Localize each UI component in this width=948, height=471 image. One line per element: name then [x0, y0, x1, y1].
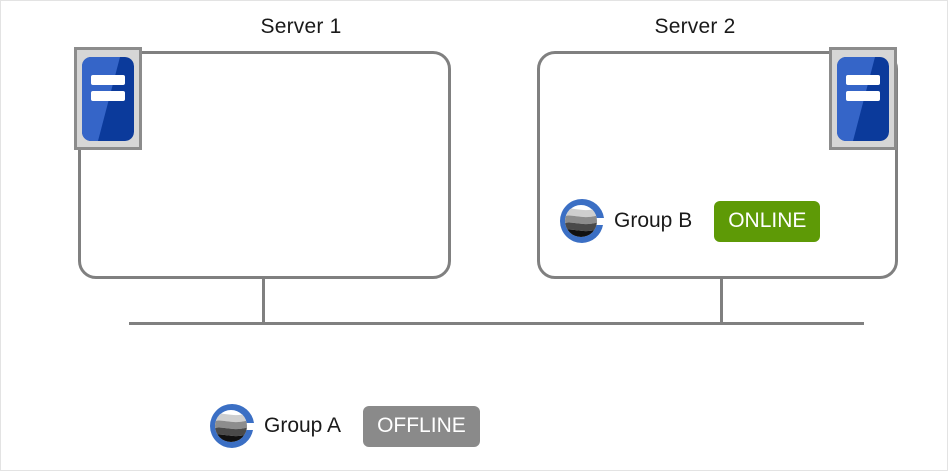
- group-a-status-badge[interactable]: OFFLINE: [363, 405, 480, 447]
- group-b-status-badge[interactable]: ONLINE: [714, 200, 821, 242]
- group-globe-icon: [560, 198, 604, 243]
- group-a-label: Group A: [264, 414, 342, 437]
- server-2-connector-line: [720, 279, 723, 324]
- server-rack-icon: [837, 56, 889, 141]
- group-globe-icon: [210, 403, 254, 448]
- group-row-group-b[interactable]: Group B ONLINE: [556, 195, 821, 247]
- server-2-title: Server 2: [654, 15, 736, 38]
- server-1-title: Server 1: [260, 15, 342, 38]
- network-bus-line: [129, 322, 864, 325]
- server-2-rack-badge[interactable]: [829, 47, 897, 150]
- group-row-group-a[interactable]: Group A OFFLINE: [206, 400, 480, 452]
- server-1-connector-line: [262, 279, 265, 324]
- server-rack-icon: [82, 56, 134, 141]
- server-1-rack-badge[interactable]: [74, 47, 142, 150]
- group-b-label: Group B: [614, 209, 693, 232]
